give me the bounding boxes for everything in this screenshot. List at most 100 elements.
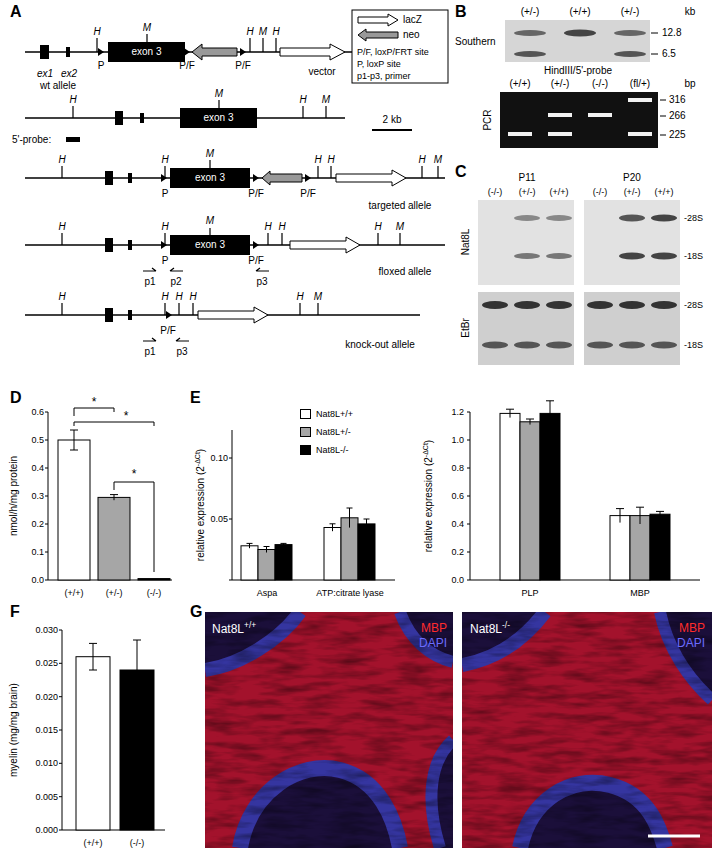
pcr-gel [500, 92, 666, 148]
pcr-gel [548, 132, 572, 136]
blot-label: PCR [483, 109, 493, 130]
tick-label: 0.2 [451, 548, 464, 557]
pcr-gel [588, 113, 612, 117]
exon-box: exon 3 [108, 42, 185, 62]
northern-blot [514, 253, 540, 259]
vector-map [25, 34, 352, 60]
site-label: P/F [235, 61, 251, 71]
knockout-allele-map [198, 307, 268, 323]
legend-text: Nat8L+/+ [316, 410, 353, 419]
etbr-gel [587, 301, 613, 309]
targeted-allele-map [105, 171, 113, 185]
row-label: knock-out allele [345, 340, 414, 350]
floxed-allele-map [290, 237, 360, 253]
panel-letter: A [10, 4, 22, 20]
southern-blot [514, 30, 546, 36]
legend-text: p1-p3, primer [357, 72, 411, 81]
activity-chart [98, 497, 130, 580]
micrograph [462, 612, 712, 848]
blot-label: Nat8L [461, 229, 471, 256]
expression-chart [247, 508, 370, 553]
label-part: ) [423, 440, 434, 443]
exon-label: exon 3 [195, 173, 225, 183]
site-label: H [58, 155, 65, 165]
micrograph [205, 612, 453, 848]
knockout-allele-map [105, 308, 113, 322]
lane-label: (fl/+) [630, 79, 650, 89]
myelin-chart [59, 630, 165, 830]
northern-blot [619, 215, 645, 222]
knockout-allele-map [62, 303, 318, 315]
knockout-allele-map [143, 338, 189, 341]
axis-title: nmol/h/mg protein [9, 456, 19, 536]
northern-blot [619, 253, 645, 260]
myelin-chart [89, 640, 141, 670]
site-label: M [215, 89, 223, 99]
site-label: H [93, 27, 100, 37]
primer-label: p3 [176, 347, 187, 357]
targeted-allele-map [128, 173, 132, 183]
size-label: 266 [669, 111, 686, 121]
expression-chart [467, 412, 700, 580]
pcr-gel [508, 132, 532, 136]
site-label: P/F [179, 61, 195, 71]
site-label: H [299, 95, 306, 105]
blot-label: EtBr [461, 318, 471, 337]
site-label: H [58, 222, 65, 232]
tick-label: 0.05 [210, 515, 228, 524]
unit-label: kb [685, 7, 696, 17]
site-label: H [161, 292, 168, 302]
row-label: wt allele [40, 81, 76, 91]
northern-blot [584, 200, 680, 285]
size-label: 316 [669, 95, 686, 105]
tick-label: 0.2 [31, 520, 44, 529]
lane-label: (+/+) [549, 188, 568, 197]
legend-text: neo [403, 30, 420, 40]
tick-label: 0.030 [35, 626, 58, 635]
etbr-gel [514, 342, 540, 349]
etbr-gel [514, 301, 540, 309]
row-label: targeted allele [369, 201, 432, 211]
micrograph [462, 612, 712, 848]
site-label: M [322, 95, 330, 105]
targeted-allele-map [262, 171, 302, 185]
targeted-allele-map [336, 170, 406, 186]
etbr-gel [482, 342, 508, 349]
tick-label: 1.2 [451, 408, 464, 417]
activity-chart [138, 579, 170, 580]
northern-blot [478, 200, 680, 285]
activity-chart [45, 412, 172, 580]
site-label: H [161, 155, 168, 165]
category-label: ATP:citrate lyase [316, 589, 383, 598]
site-label: H [246, 27, 253, 37]
etbr-gel [651, 342, 677, 349]
etbr-gel [482, 301, 677, 309]
site-label: H [314, 155, 321, 165]
row-label: floxed allele [379, 267, 432, 277]
site-label: P [162, 256, 169, 266]
etbr-gel [587, 342, 613, 349]
activity-chart [45, 408, 172, 580]
unit-label: bp [684, 79, 695, 89]
legend-box [358, 14, 398, 26]
label-part: relative expression (2 [195, 466, 206, 561]
lane-label: (+/+) [654, 188, 673, 197]
axis-title: myelin (mg/mg brain) [9, 683, 19, 777]
etbr-gel [482, 342, 677, 349]
row-label: vector [308, 67, 335, 77]
tick-label: 0.8 [451, 464, 464, 473]
etbr-gel [619, 301, 645, 309]
southern-blot [614, 51, 646, 57]
size-label: 6.5 [662, 49, 676, 59]
micrograph [648, 835, 700, 838]
image-label: Nat8L-/- [470, 621, 510, 635]
expression-chart [610, 516, 630, 580]
legend-text: Nat8L+/- [316, 428, 351, 437]
lane-label: (+/-) [624, 188, 641, 197]
southern-blot [514, 51, 546, 57]
tick-label: 0.6 [451, 492, 464, 501]
northern-blot [514, 215, 540, 221]
tick-label: 0.4 [451, 520, 464, 529]
panel-letter: C [455, 164, 467, 180]
